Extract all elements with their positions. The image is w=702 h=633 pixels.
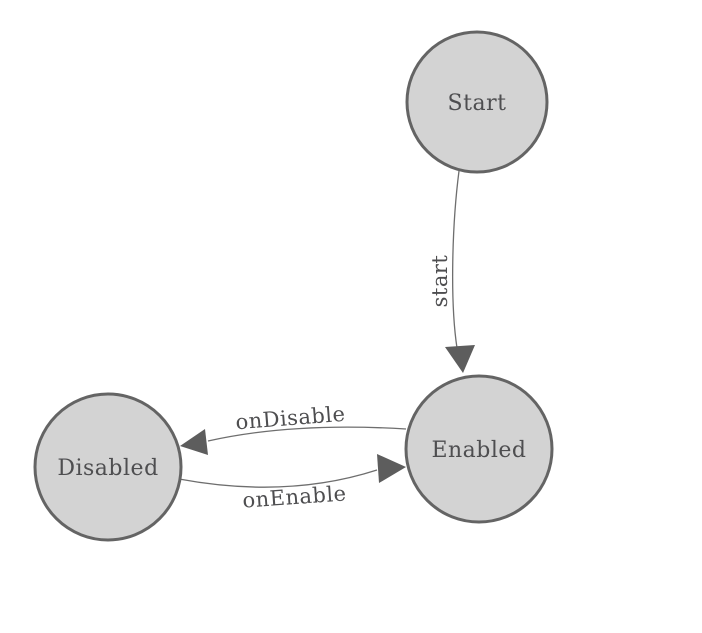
edge-disabled-to-enabled: onEnable — [178, 454, 406, 513]
edge-start-to-enabled: start — [428, 170, 475, 373]
edge-line-enabled-to-disabled — [207, 426, 407, 442]
state-node-enabled[interactable]: Enabled — [404, 374, 554, 524]
state-node-disabled-label: Disabled — [57, 456, 158, 481]
edge-enabled-to-disabled: onDisable — [180, 402, 407, 455]
arrowhead-enabled-to-disabled — [180, 429, 208, 455]
arrowhead-start-to-enabled — [445, 345, 475, 373]
edge-line-start-to-enabled — [451, 170, 460, 349]
state-node-start[interactable]: Start — [405, 30, 549, 174]
edge-line-disabled-to-enabled — [178, 469, 378, 488]
edge-label-onenable: onEnable — [242, 481, 348, 512]
state-node-start-label: Start — [448, 91, 507, 116]
edge-label-start: start — [428, 255, 452, 308]
edge-label-ondisable: onDisable — [235, 402, 347, 435]
state-node-start-circle[interactable] — [405, 30, 549, 174]
state-node-enabled-circle[interactable] — [404, 374, 554, 524]
arrowhead-disabled-to-enabled — [377, 454, 406, 483]
state-node-disabled[interactable]: Disabled — [33, 392, 183, 542]
state-node-enabled-label: Enabled — [431, 438, 526, 463]
state-node-disabled-circle[interactable] — [33, 392, 183, 542]
